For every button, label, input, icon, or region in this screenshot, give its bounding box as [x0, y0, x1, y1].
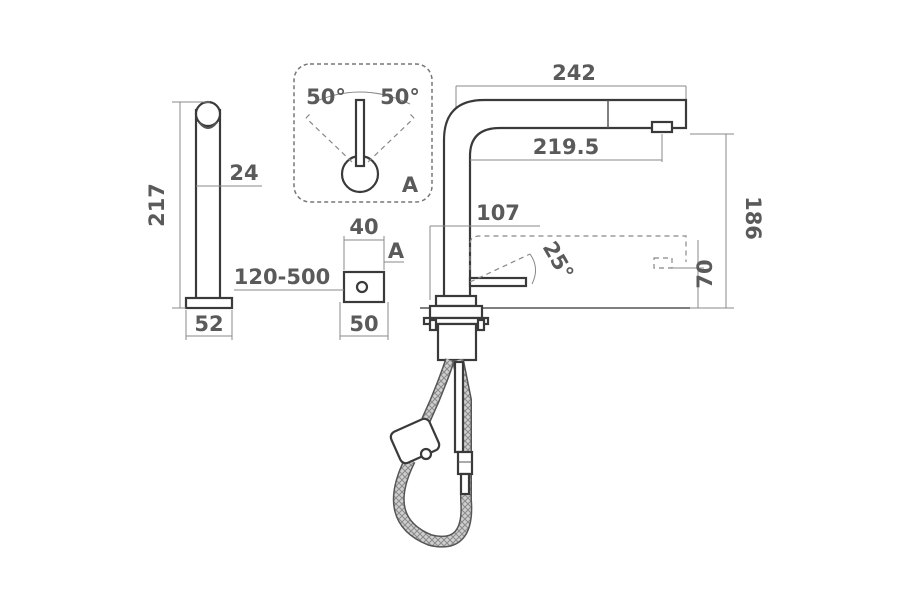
shank — [436, 322, 478, 362]
dim-plate-width: 50 — [349, 312, 378, 336]
detail-angle-right: 50° — [380, 85, 420, 109]
mount-plate-view: 40 A 120-500 50 — [234, 215, 405, 340]
detail-frame — [293, 63, 433, 203]
pullout-spout-outline — [469, 235, 687, 270]
dim-aerator-reach: 219.5 — [533, 135, 599, 159]
side-view: 217 24 52 — [145, 100, 262, 340]
side-base — [184, 296, 234, 310]
detail-label: A — [402, 173, 419, 197]
faucet-front-view: 242 219.5 186 70 107 25° — [420, 61, 765, 362]
dim-base-width: 52 — [194, 312, 223, 336]
dim-spout-height: 186 — [741, 196, 765, 240]
dim-swivel-angle: 25° — [538, 237, 579, 283]
detail-lever — [354, 98, 366, 168]
mount-flange — [428, 304, 484, 320]
aerator — [650, 120, 674, 134]
spout-body — [442, 98, 688, 302]
hose-weight — [389, 417, 441, 465]
dim-counter-thickness: 120-500 — [234, 265, 330, 289]
hose-assembly — [389, 358, 474, 548]
side-lever — [468, 276, 528, 288]
dim-lever-width: 24 — [229, 161, 258, 185]
dim-pullout-reach: 107 — [476, 201, 520, 225]
dim-spout-reach: 242 — [552, 61, 596, 85]
hose-connector — [456, 450, 474, 476]
dim-hole-width: 40 — [349, 215, 378, 239]
dim-outlet-height: 70 — [693, 259, 717, 288]
dim-height-total: 217 — [145, 183, 169, 227]
side-body — [194, 108, 222, 302]
detail-angle-left: 50° — [306, 85, 346, 109]
detail-box-a: 50° 50° A — [293, 63, 433, 203]
supply-line — [453, 360, 465, 454]
section-marker: A — [388, 239, 405, 263]
